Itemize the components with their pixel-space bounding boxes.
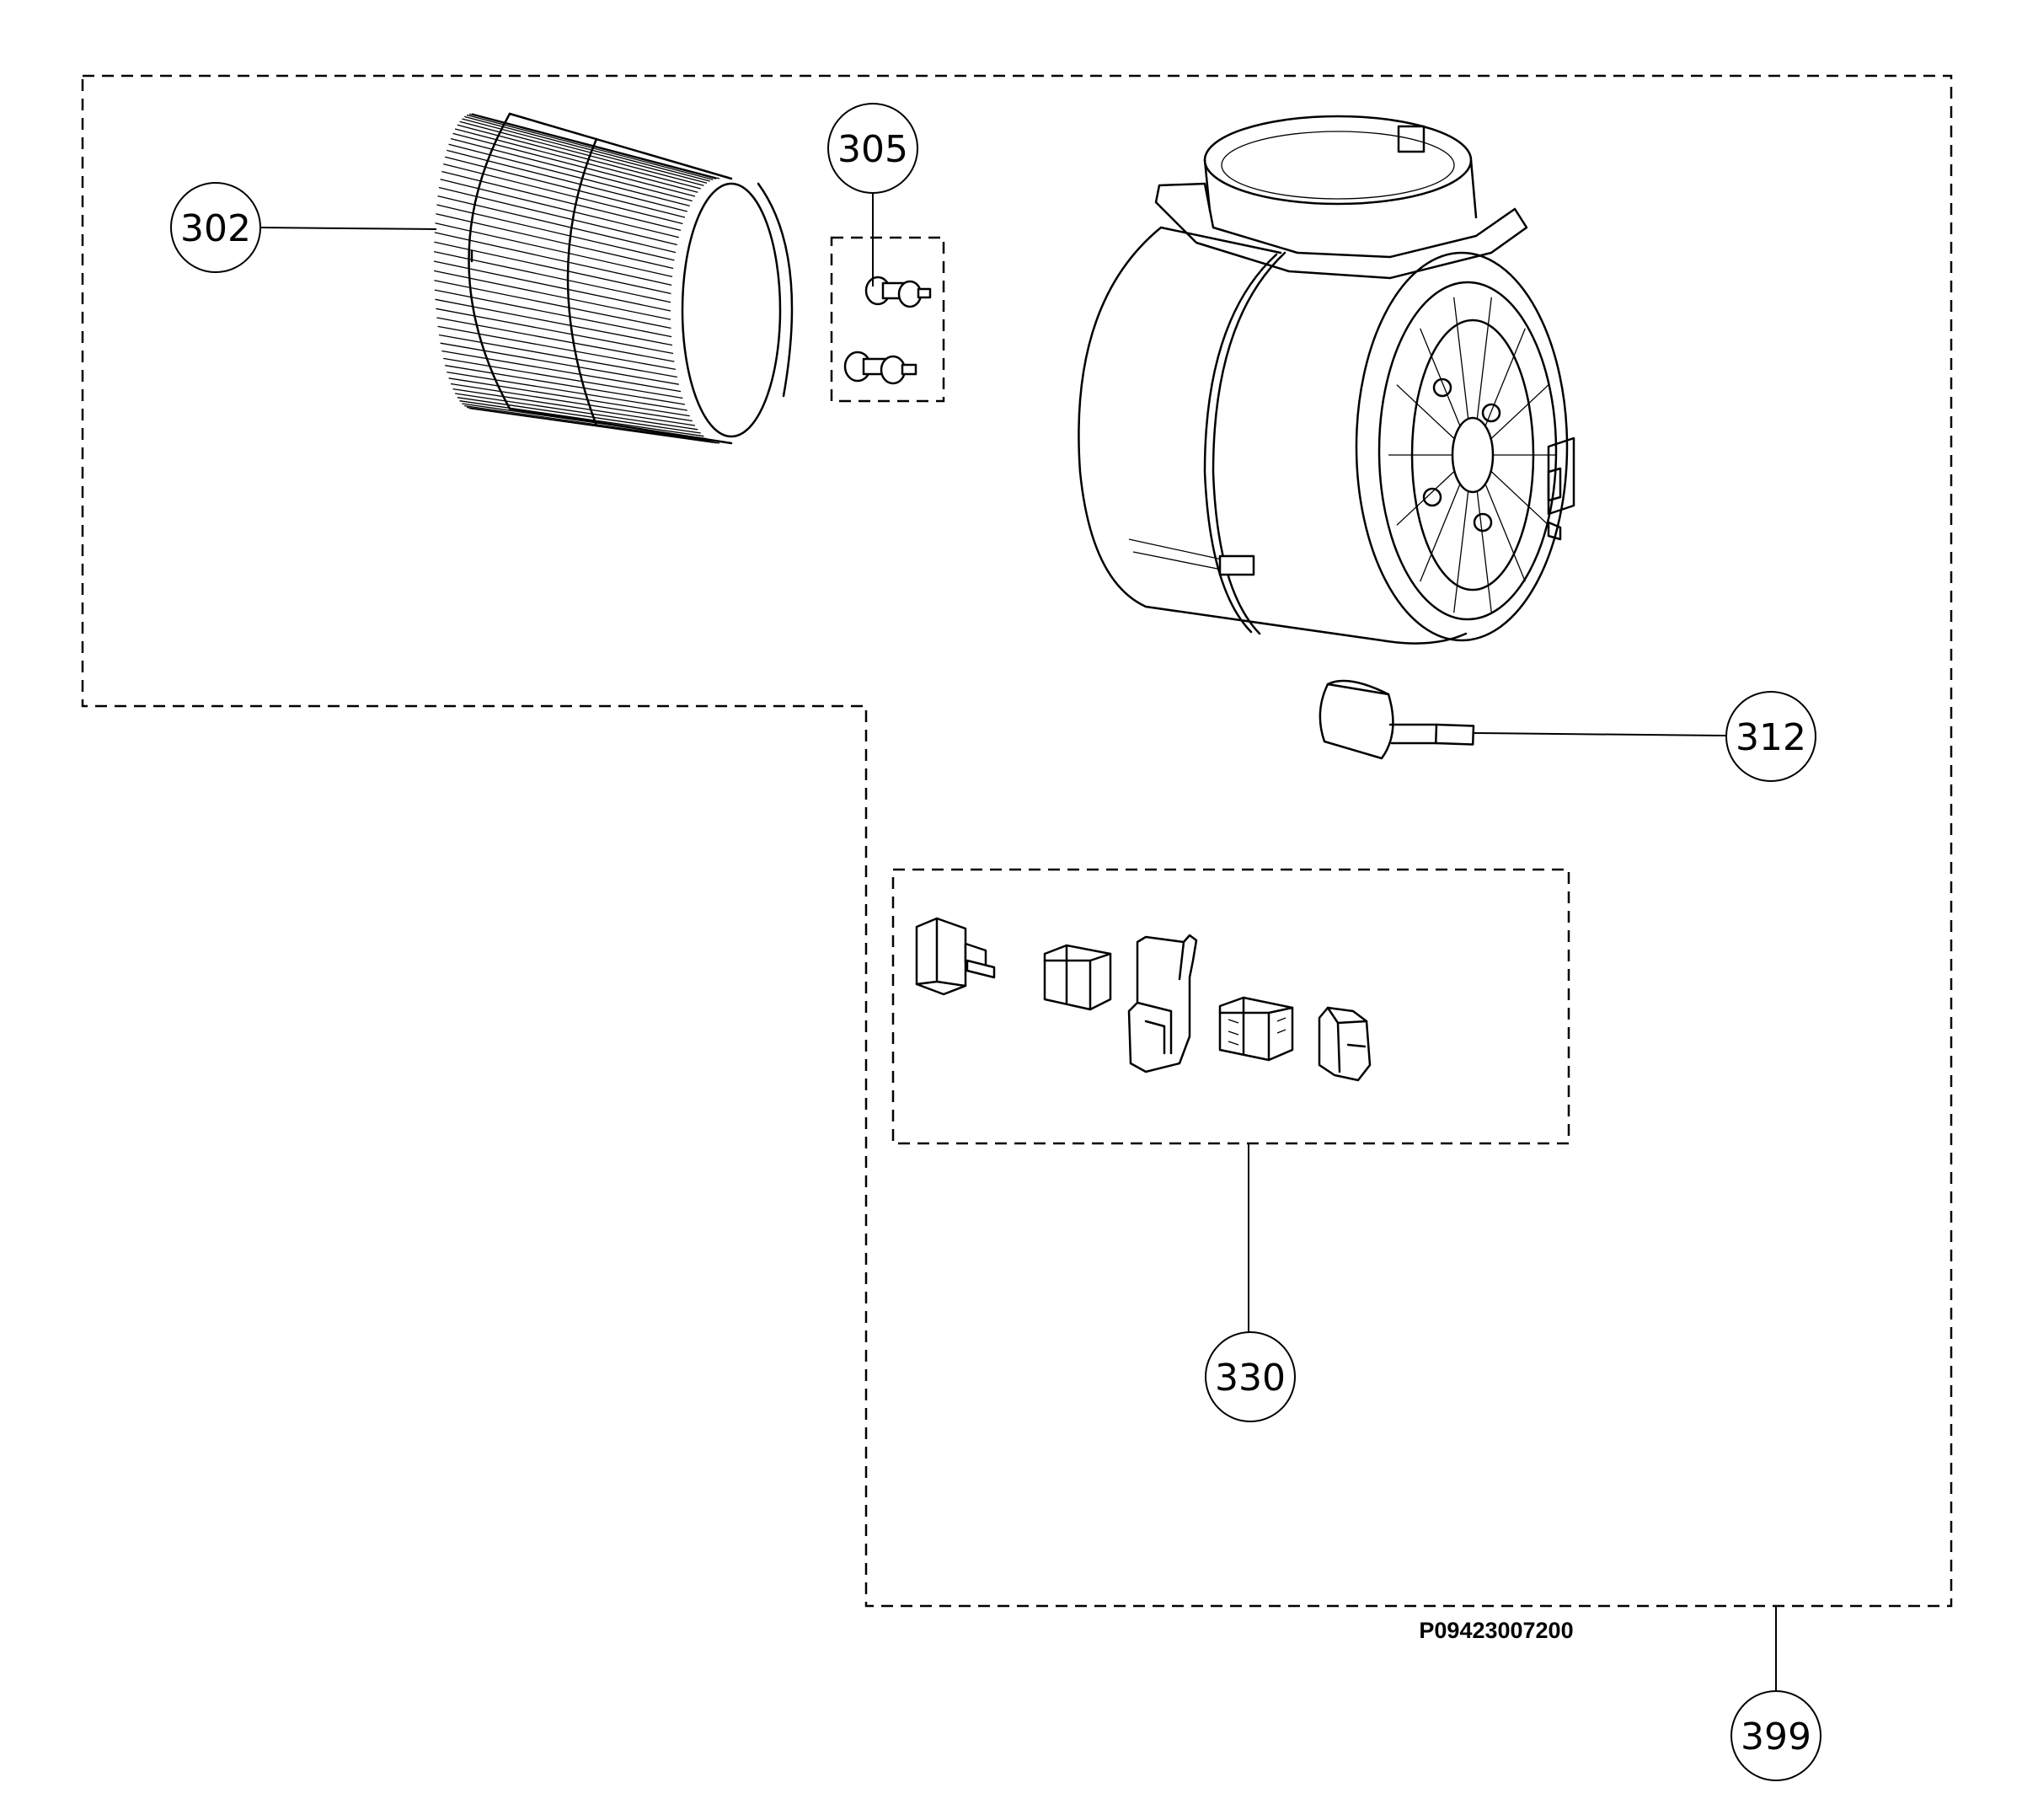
blower-vane [436,308,674,355]
blower-vane [448,377,690,417]
connector-parts[interactable] [915,917,1372,1082]
svg-text:305: 305 [837,128,908,171]
cap-spoke [1484,484,1526,582]
blower-vane [447,371,687,411]
blower-vane [437,195,677,254]
blower-vane [462,403,708,440]
blower-vane [452,388,696,426]
callout-330[interactable]: 330 [1205,1331,1296,1422]
blower-vane [445,365,686,405]
blower-vane [455,393,698,431]
blower-vane [440,179,679,238]
blower-vane [448,143,690,207]
drawing-code: P09423007200 [1419,1618,1573,1643]
blower-vane [435,222,673,278]
blower-vane [452,132,696,197]
blower-vane [438,186,677,246]
capacitor-part[interactable] [1319,679,1475,760]
blower-vane [436,204,675,261]
blower-vane [467,406,714,443]
blower-vane [435,298,673,346]
blower-vane [441,350,682,393]
cap-spoke [1490,470,1549,526]
blower-vane [462,118,708,184]
blower-wheel-part[interactable] [433,112,794,445]
blower-vane [434,241,671,295]
blower-vane [438,334,677,378]
blower-vane [441,170,682,232]
cap-spoke [1396,384,1455,440]
blower-vane [434,280,671,329]
cap-spoke [1476,297,1492,420]
blower-vane [443,163,683,225]
fan-motor-housing[interactable] [1078,115,1575,645]
blower-vane [447,149,687,212]
blower-vane [457,124,701,190]
leader-302 [259,227,437,230]
callout-312[interactable]: 312 [1725,691,1816,782]
callout-305[interactable]: 305 [827,103,918,194]
callout-399[interactable]: 399 [1730,1690,1821,1781]
blower-vane [433,250,671,303]
blower-vane [434,232,672,286]
blower-vane [466,114,714,180]
svg-text:302: 302 [180,207,251,250]
blower-vane [436,317,675,362]
assembly-boundary-399 [81,74,1953,1608]
connector-group-box [891,868,1570,1145]
damper-group-box [830,236,945,403]
blower-vane [433,270,671,320]
cap-spoke [1453,490,1469,613]
callout-302[interactable]: 302 [170,182,261,273]
cap-spoke [1420,328,1461,426]
blower-vane [450,137,693,202]
cap-spoke [1420,484,1461,582]
blower-vane [471,113,720,179]
blower-vane [440,342,679,385]
leader-312 [1474,732,1726,736]
cap-spoke [1453,297,1469,420]
blower-vane [437,325,677,371]
blower-vane [445,156,686,218]
cap-spoke [1490,384,1549,440]
blower-vane [459,120,704,186]
blower-vane [436,213,674,270]
svg-text:330: 330 [1215,1357,1286,1400]
blower-vane [468,113,717,179]
blower-vane [434,289,672,338]
damper-parts[interactable] [843,276,932,385]
svg-text:399: 399 [1741,1716,1811,1758]
blower-vane [464,404,710,442]
blower-vane [443,357,683,399]
blower-vane [433,260,671,312]
cap-spoke [1476,490,1492,613]
cap-spoke [1484,328,1526,426]
blower-vane [450,383,693,422]
cap-spoke [1396,470,1455,526]
svg-text:312: 312 [1736,716,1806,759]
blower-vane [457,397,701,434]
blower-vane [459,400,704,437]
blower-vane [464,115,710,182]
blower-vane [454,128,698,193]
